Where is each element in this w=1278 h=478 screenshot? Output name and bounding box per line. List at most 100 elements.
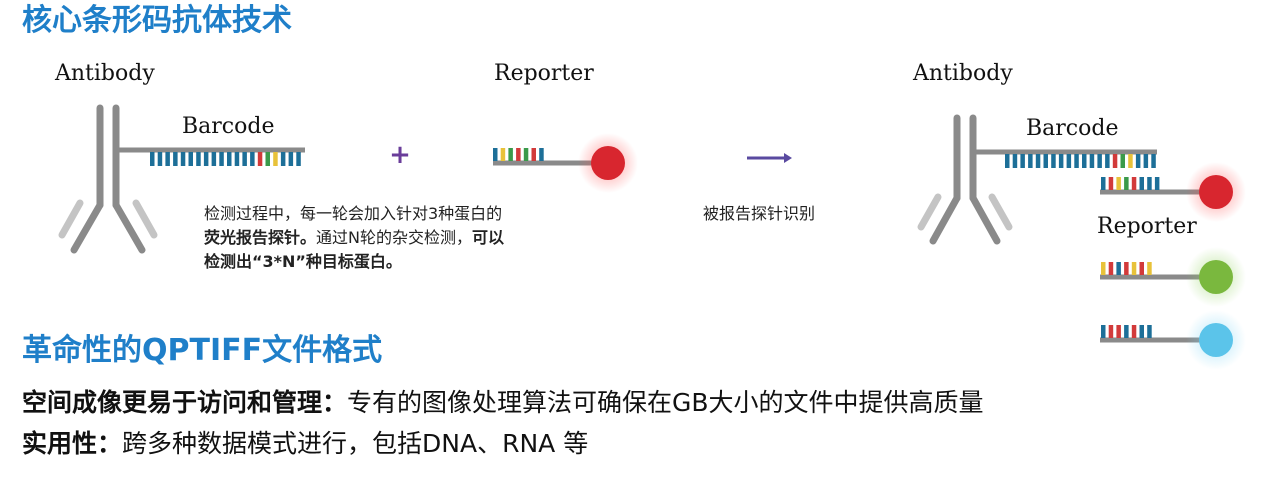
reporter-middle-icon — [493, 133, 638, 193]
barcode-bar — [196, 152, 201, 166]
barcode-bar — [1131, 262, 1137, 275]
barcode-bar — [1043, 154, 1048, 168]
barcode-bar — [1028, 154, 1033, 168]
barcode-bar — [1108, 325, 1114, 338]
barcode-bar — [493, 148, 498, 161]
barcode-bar — [173, 152, 178, 166]
feature-line-utility: 实用性：跨多种数据模式进行，包括DNA、RNA 等 — [22, 427, 588, 461]
barcode-bar — [1108, 177, 1114, 190]
barcode-bar — [539, 148, 544, 161]
barcode-bar — [1139, 325, 1144, 338]
barcode-bar — [1143, 154, 1149, 168]
barcode-bar — [211, 152, 217, 166]
barcode-bar — [1151, 154, 1156, 168]
barcode-bar — [1147, 177, 1152, 190]
barcode-left-label: Barcode — [182, 114, 275, 139]
antibody-right-icon — [917, 114, 1157, 245]
barcode-bar — [1066, 154, 1072, 168]
barcode-bar — [1124, 262, 1129, 275]
barcode-left-strip — [150, 152, 301, 166]
barcode-bar — [500, 148, 506, 161]
antibody-left-icon — [58, 104, 305, 254]
reporter-label: Reporter — [494, 61, 594, 86]
barcode-bar — [1101, 262, 1106, 275]
feature-line-access: 空间成像更易于访问和管理：专有的图像处理算法可确保在GB大小的文件中提供高质量 — [22, 386, 984, 420]
arrow-caption: 被报告探针识别 — [703, 204, 816, 223]
barcode-bar — [1131, 325, 1137, 338]
note-line-2-normal: 通过N轮的杂交检测， — [316, 228, 472, 247]
barcode-bar — [1112, 154, 1118, 168]
feature-access-label: 空间成像更易于访问和管理： — [22, 388, 348, 417]
barcode-bar — [1005, 154, 1010, 168]
note-line-1: 检测过程中，每一轮会加入针对3种蛋白的 — [204, 204, 503, 223]
barcode-bar — [508, 148, 513, 161]
reporter-blue-icon — [1100, 310, 1246, 370]
barcode-bar — [1089, 154, 1095, 168]
reporter-bound-red-icon — [1100, 162, 1246, 222]
arrow-right-icon — [747, 153, 792, 163]
barcode-bar — [296, 152, 301, 166]
barcode-bar — [1128, 154, 1133, 168]
barcode-bar — [219, 152, 224, 166]
barcode-bar — [288, 152, 294, 166]
feature-utility-label: 实用性： — [22, 429, 123, 458]
barcode-bar — [242, 152, 247, 166]
barcode-bar — [1154, 177, 1160, 190]
barcode-bar — [1147, 262, 1152, 275]
barcode-bar — [523, 148, 529, 161]
barcode-bar — [1108, 262, 1114, 275]
barcode-bar — [1101, 325, 1106, 338]
barcode-bar — [1116, 177, 1121, 190]
barcode-bar — [1147, 325, 1152, 338]
barcode-bar — [1074, 154, 1079, 168]
barcode-bar — [1135, 154, 1141, 168]
note-line-3: 检测出“3*N”种目标蛋白。 — [204, 252, 402, 271]
barcode-bar — [1012, 154, 1018, 168]
barcode-bar — [1101, 177, 1106, 190]
barcode-bar — [1139, 177, 1144, 190]
barcode-bar — [531, 148, 536, 161]
barcode-bar — [157, 152, 163, 166]
barcode-bar — [1020, 154, 1025, 168]
barcode-bar — [1116, 262, 1121, 275]
barcode-bar — [180, 152, 186, 166]
barcode-bar — [150, 152, 155, 166]
barcode-bar — [273, 152, 278, 166]
barcode-bar — [1124, 177, 1129, 190]
barcode-bar — [1058, 154, 1064, 168]
plus-icon: + — [389, 140, 411, 170]
barcode-bar — [234, 152, 240, 166]
antibody-right-label: Antibody — [913, 61, 1013, 86]
section-title-barcode-antibody: 核心条形码抗体技术 — [22, 3, 292, 38]
barcode-bar — [1035, 154, 1041, 168]
barcode-bar — [250, 152, 255, 166]
barcode-bar — [203, 152, 209, 166]
note-line-2-bold-end: 可以 — [472, 228, 505, 247]
feature-utility-text: 跨多种数据模式进行，包括DNA、RNA 等 — [122, 429, 589, 458]
barcode-bar — [1131, 177, 1137, 190]
reporter-right-label: Reporter — [1097, 214, 1197, 239]
barcode-bar — [1139, 262, 1144, 275]
antibody-left-label: Antibody — [55, 61, 155, 86]
barcode-bar — [1124, 325, 1129, 338]
barcode-bar — [257, 152, 263, 166]
barcode-bar — [1105, 154, 1110, 168]
barcode-right-label: Barcode — [1026, 116, 1119, 141]
barcode-bar — [165, 152, 170, 166]
barcode-bar — [516, 148, 521, 161]
note-line-2: 荧光报告探针。通过N轮的杂交检测，可以 — [204, 226, 504, 250]
barcode-bar — [1097, 154, 1102, 168]
barcode-bar — [1116, 325, 1121, 338]
feature-access-text: 专有的图像处理算法可确保在GB大小的文件中提供高质量 — [347, 388, 984, 417]
barcode-bar — [1082, 154, 1087, 168]
section-title-qptiff: 革命性的QPTIFF文件格式 — [22, 333, 383, 368]
reporter-green-icon — [1100, 247, 1246, 307]
note-line-2-bold: 荧光报告探针。 — [204, 228, 317, 247]
barcode-bar — [265, 152, 270, 166]
barcode-bar — [227, 152, 232, 166]
barcode-bar — [1120, 154, 1125, 168]
barcode-bar — [188, 152, 193, 166]
barcode-bar — [1051, 154, 1056, 168]
barcode-right-strip — [1005, 154, 1156, 168]
